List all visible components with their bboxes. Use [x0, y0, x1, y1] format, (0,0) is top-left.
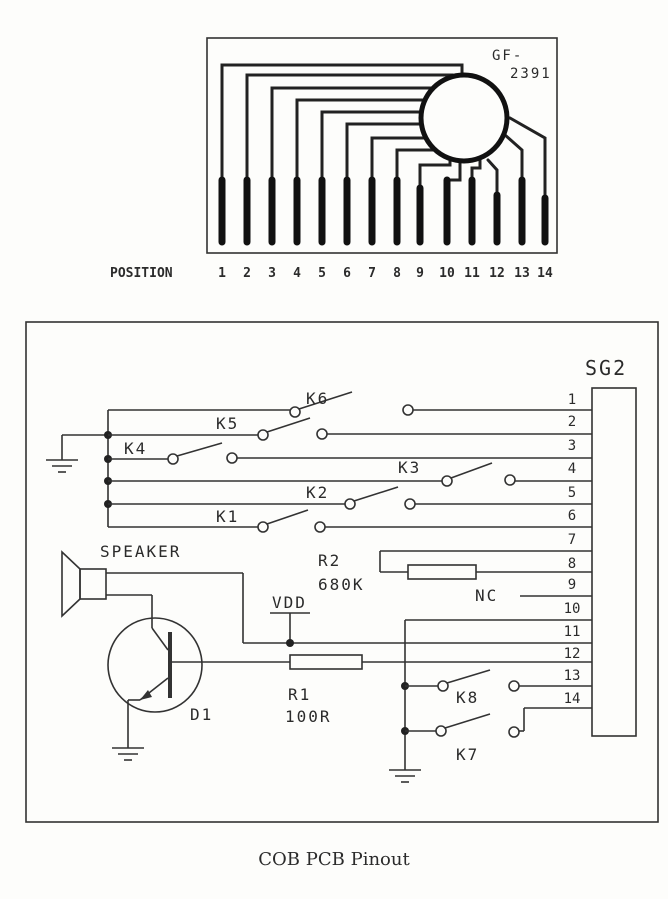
switch-k7: K7	[435, 713, 520, 764]
r1-value: 100R	[285, 707, 332, 726]
switch-k5: K5	[216, 414, 328, 441]
ground-symbol-right	[389, 769, 421, 783]
position-number: 13	[514, 266, 530, 281]
position-number: 4	[293, 266, 301, 281]
transistor-d1: D1	[107, 617, 213, 748]
position-number: 2	[243, 266, 251, 281]
connector-pin-number: 4	[568, 461, 576, 477]
switch-k3: K3	[398, 458, 516, 487]
sg2-label: SG2	[585, 356, 627, 380]
connector-pin-number: 10	[564, 601, 581, 617]
connector-pin-number: 13	[564, 668, 581, 684]
k2-label: K2	[306, 483, 329, 502]
position-number: 11	[464, 266, 480, 281]
vdd-node: VDD	[270, 593, 310, 647]
position-number: 6	[343, 266, 351, 281]
k1-label: K1	[216, 507, 239, 526]
position-number: 10	[439, 266, 455, 281]
sg2-connector	[591, 387, 637, 737]
position-number: 7	[368, 266, 376, 281]
nc-label: NC	[475, 586, 498, 605]
speaker-symbol: SPEAKER	[61, 542, 181, 618]
position-number: 5	[318, 266, 326, 281]
connector-pin-number: 7	[568, 532, 576, 548]
vdd-label: VDD	[272, 593, 307, 612]
connector-pin-number: 8	[568, 556, 576, 572]
pcb-outline	[206, 37, 558, 254]
connector-pin-number: 3	[568, 438, 576, 454]
d1-label: D1	[190, 705, 213, 724]
connector-pin-number: 1	[568, 392, 576, 408]
position-number: 9	[416, 266, 424, 281]
pcb-model-line1: GF-	[492, 48, 523, 64]
connector-pin-number: 9	[568, 577, 576, 593]
k8-label: K8	[456, 688, 479, 707]
cob-chip-blob	[418, 72, 510, 164]
switch-k6: K6	[289, 389, 414, 418]
k6-label: K6	[306, 389, 329, 408]
speaker-label: SPEAKER	[100, 542, 181, 561]
schematic-frame	[25, 321, 659, 823]
ground-symbol-left	[46, 459, 78, 473]
k7-label: K7	[456, 745, 479, 764]
resistor-r1: R1 100R	[172, 654, 592, 726]
connector-pin-number: 14	[564, 691, 581, 707]
r2-label: R2	[318, 551, 341, 570]
position-label: POSITION	[110, 266, 173, 281]
connector-pin-number: 2	[568, 414, 576, 430]
connector-pin-number: 11	[564, 624, 581, 640]
pcb-pads	[218, 176, 549, 246]
position-number: 3	[268, 266, 276, 281]
position-number: 12	[489, 266, 505, 281]
connector-pin-number: 12	[564, 646, 581, 662]
pcb-model-line2: 2391	[510, 66, 552, 82]
switch-k2: K2	[306, 483, 416, 510]
k3-label: K3	[398, 458, 421, 477]
r1-label: R1	[288, 685, 311, 704]
switch-k8: K8	[437, 669, 520, 707]
resistor-r2: R2 680K	[318, 550, 592, 594]
position-number: 14	[537, 266, 553, 281]
k4-label: K4	[124, 439, 147, 458]
switch-k1: K1	[216, 507, 326, 533]
connector-pin-number: 6	[568, 508, 576, 524]
connector-pin-number: 5	[568, 485, 576, 501]
figure-caption: COB PCB Pinout	[258, 849, 410, 870]
position-number: 8	[393, 266, 401, 281]
r2-value: 680K	[318, 575, 365, 594]
switch-k4: K4	[124, 439, 238, 465]
position-number: 1	[218, 266, 226, 281]
k5-label: K5	[216, 414, 239, 433]
ground-symbol-d1	[112, 747, 144, 761]
